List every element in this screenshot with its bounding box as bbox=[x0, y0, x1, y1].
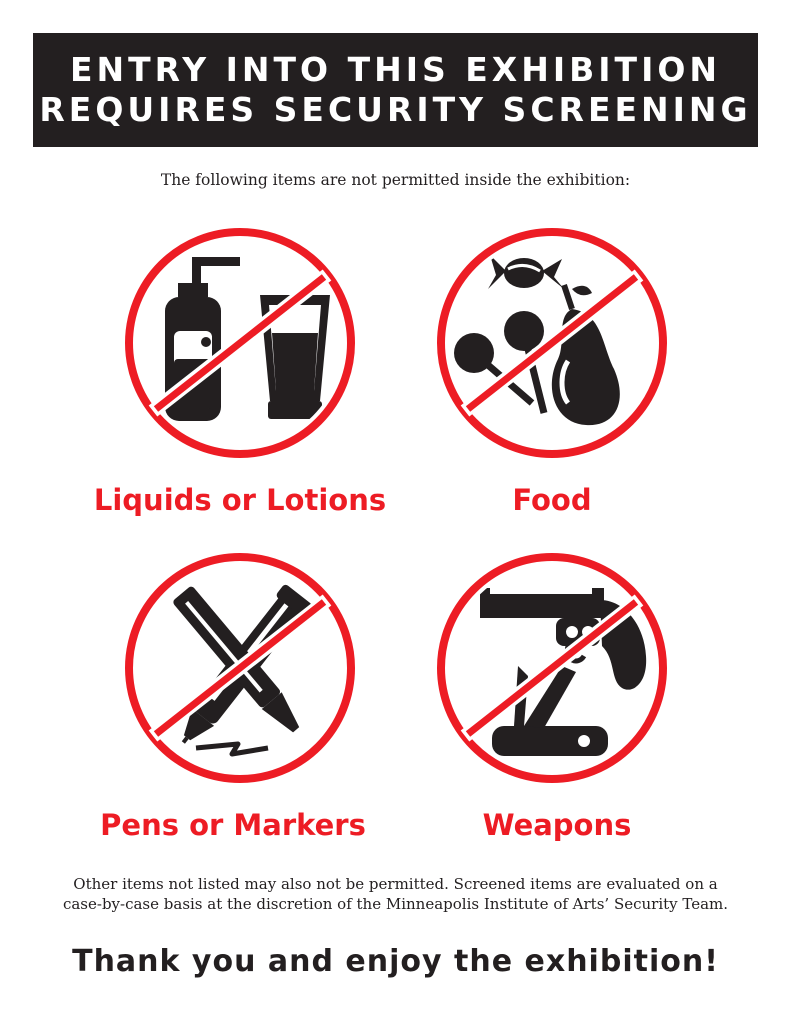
caption-pens-markers: Pens or Markers bbox=[100, 808, 366, 842]
caption-food: Food bbox=[512, 483, 592, 517]
food-icon bbox=[435, 226, 669, 460]
disclaimer-text: Other items not listed may also not be p… bbox=[40, 874, 751, 914]
pens-markers-icon bbox=[123, 551, 357, 785]
intro-text: The following items are not permitted in… bbox=[160, 171, 631, 189]
sign-food bbox=[432, 223, 672, 463]
header-banner: ENTRY INTO THIS EXHIBITION REQUIRES SECU… bbox=[33, 33, 758, 147]
caption-weapons: Weapons bbox=[482, 808, 632, 842]
liquids-lotions-icon bbox=[123, 226, 357, 460]
closing-message: Thank you and enjoy the exhibition! bbox=[72, 944, 719, 979]
caption-liquids-lotions: Liquids or Lotions bbox=[93, 483, 387, 517]
weapons-icon bbox=[435, 551, 669, 785]
header-line-2: REQUIRES SECURITY SCREENING bbox=[39, 90, 752, 129]
sign-weapons bbox=[432, 548, 672, 788]
header-line-1: ENTRY INTO THIS EXHIBITION bbox=[69, 50, 722, 89]
sign-pens-markers bbox=[120, 548, 360, 788]
disclaimer-line-1: Other items not listed may also not be p… bbox=[73, 875, 718, 893]
sign-liquids-lotions bbox=[120, 223, 360, 463]
disclaimer-line-2: case-by-case basis at the discretion of … bbox=[62, 895, 729, 913]
